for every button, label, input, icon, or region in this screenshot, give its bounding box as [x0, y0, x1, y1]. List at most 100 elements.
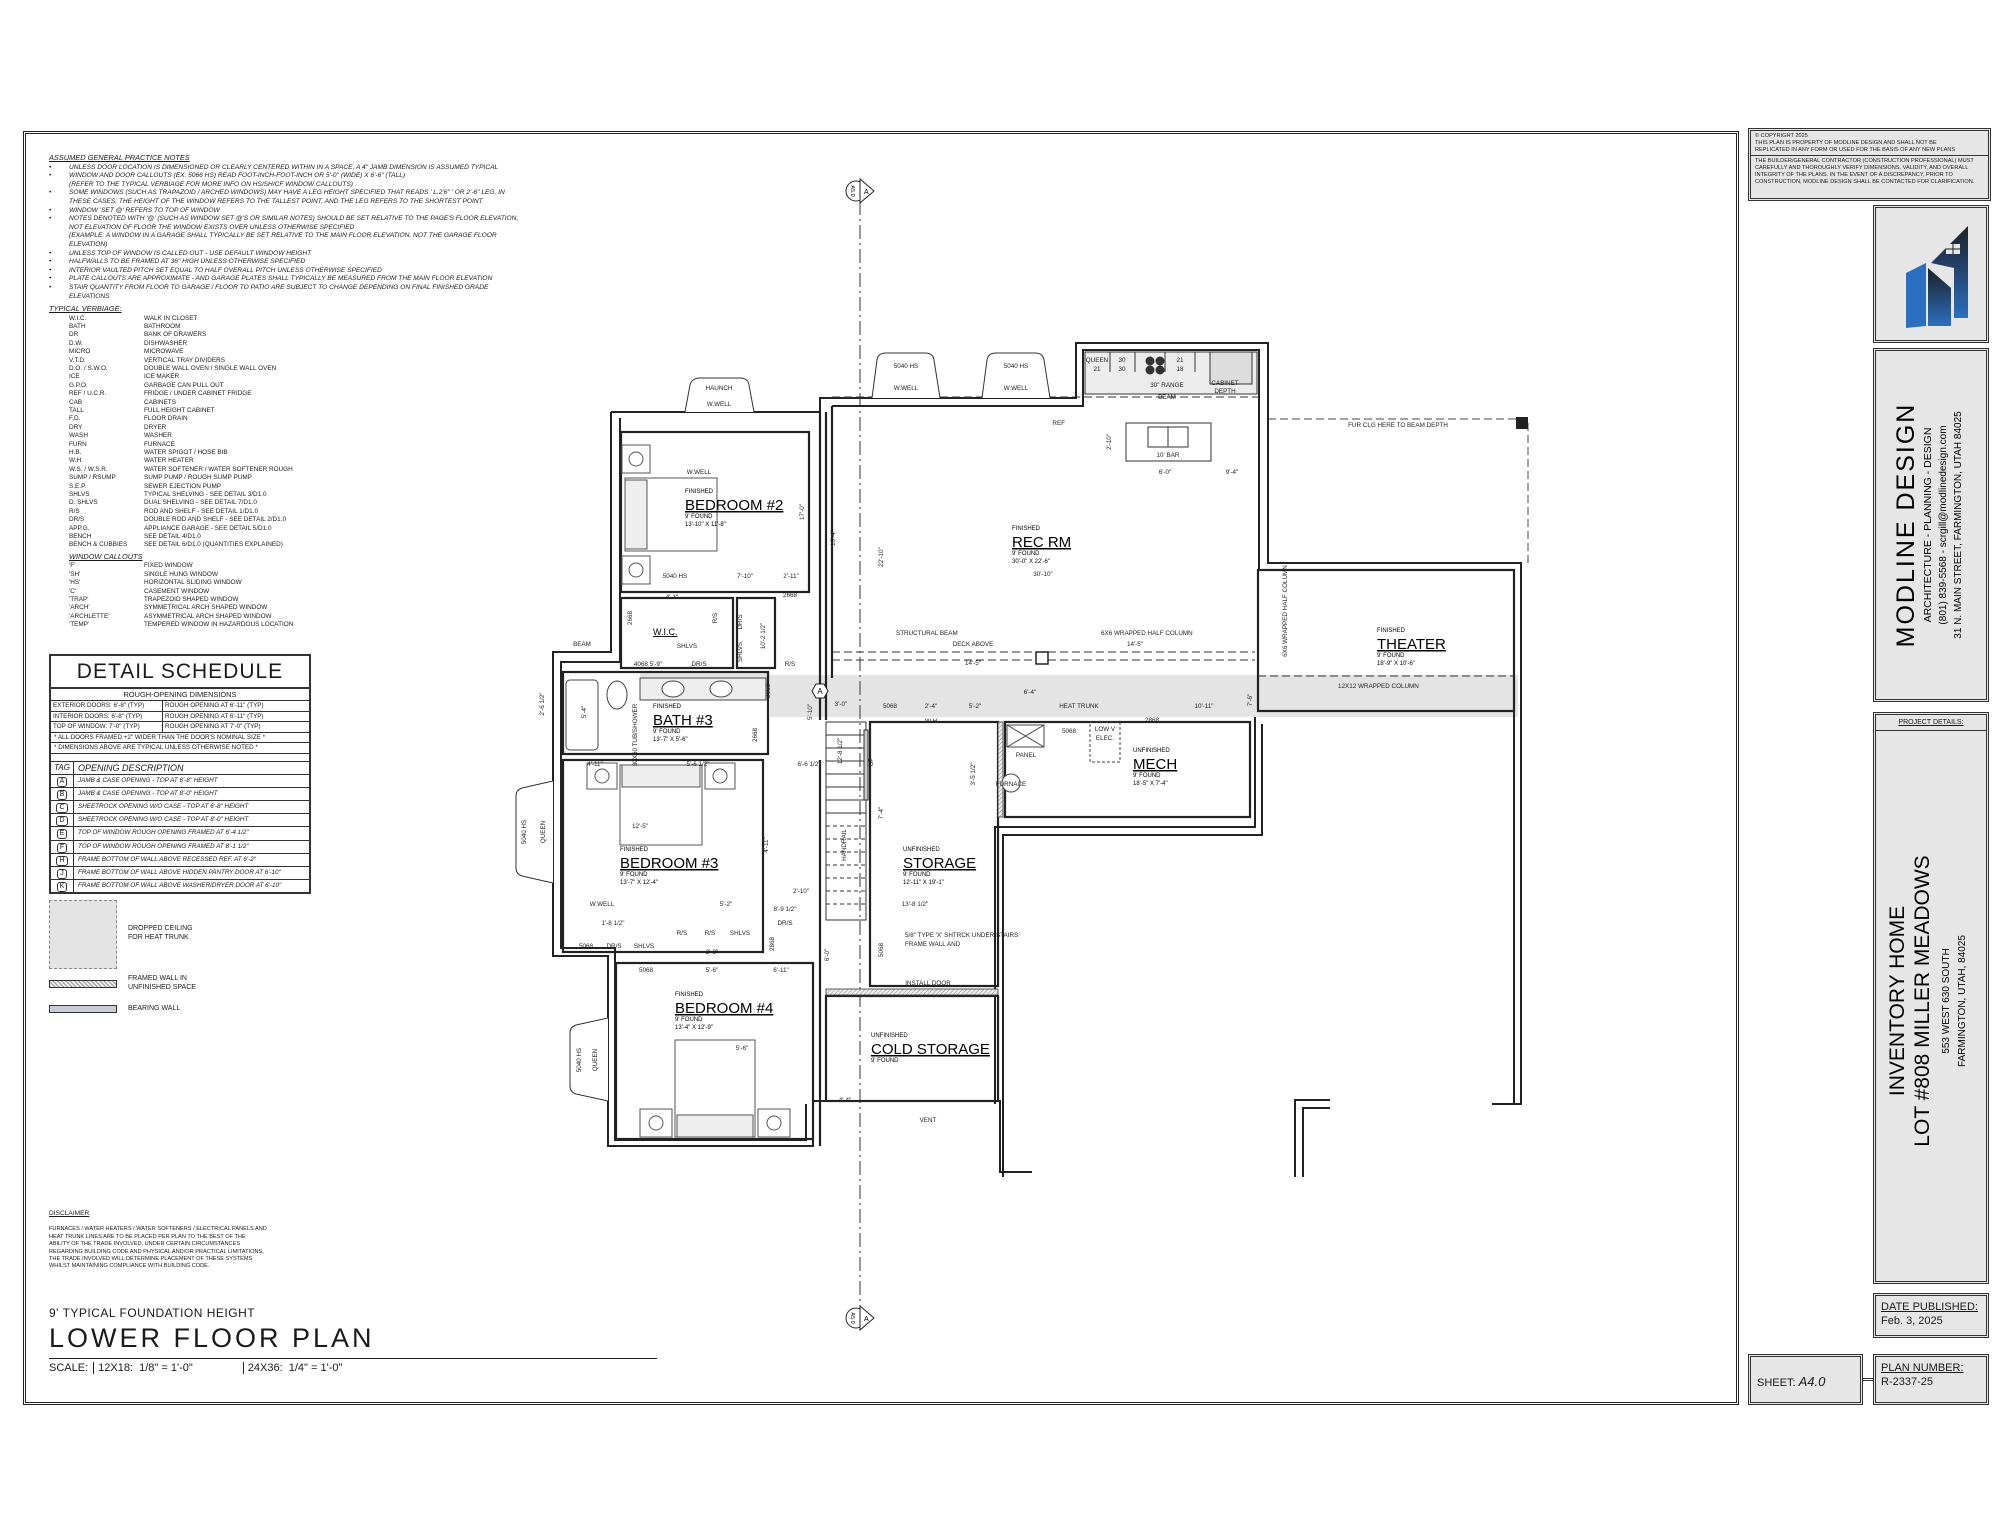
plan-annotation: 12X12 WRAPPED COLUMN	[1338, 683, 1419, 690]
plan-annotation: 5068	[579, 943, 594, 950]
plan-annotation: 12'-8 1/2"	[837, 738, 844, 765]
meaning: FLOOR DRAIN	[144, 415, 188, 423]
tag-row: H FRAME BOTTOM OF WALL ABOVE RECESSED REF…	[51, 853, 309, 867]
camera-marker-icon	[1516, 417, 1528, 429]
verbiage-row: W.I.C.WALK IN CLOSET	[49, 315, 349, 323]
tag-badge: F	[56, 842, 68, 853]
kitchen-cabinets	[1084, 351, 1258, 395]
meaning: DISHWASHER	[144, 339, 188, 347]
framed-wall-mech	[997, 721, 1004, 818]
copyright-text: © COPYRIGHT 2025 THIS PLAN IS PROPERTY O…	[1751, 131, 1988, 155]
room-finish: FINISHED	[653, 704, 682, 710]
disclaimer-heading: DISCLAIMER	[49, 1210, 90, 1217]
tag-badge: D	[56, 816, 68, 827]
plan-annotation: 2668	[783, 592, 798, 599]
plan-annotation: 5/8" TYPE 'X' SHTRCK UNDER STAIRS	[905, 932, 1018, 939]
abbreviation: TALL	[69, 406, 84, 414]
typical-verbiage-heading: TYPICAL VERBIAGE:	[49, 304, 122, 314]
plan-annotation: LOW V	[1095, 726, 1116, 733]
plan-annotation: R/S	[705, 930, 716, 937]
legend-bearing-wall-swatch	[49, 1005, 117, 1013]
room-size: 18'-9" X 10'-6"	[1377, 661, 1415, 667]
tag-description: JAMB & CASE OPENING - TOP AT 6'-8" HEIGH…	[78, 776, 218, 784]
plan-number-label: PLAN NUMBER:	[1881, 1362, 1964, 1374]
note-item: •SOME WINDOWS (SUCH AS TRAPAZOID / ARCHE…	[49, 189, 519, 206]
theater-walls	[1256, 568, 1516, 713]
plan-annotation: 7'-4"	[878, 807, 885, 820]
plan-annotation: 2'-10"	[1106, 434, 1113, 450]
abbreviation: BATH	[69, 322, 86, 330]
scale-12x18: 12X18: 1/8" = 1'-0"	[93, 1362, 243, 1374]
logo-box	[1873, 205, 1989, 343]
plan-annotation: 6'-0"	[824, 949, 831, 962]
meaning: SEE DETAIL 6/D1.0 (QUANTITIES EXPLAINED)	[144, 541, 283, 549]
note-item: •PLATE CALLOUTS ARE APPROXIMATE - AND GA…	[49, 275, 519, 284]
note-text: UNLESS DOOR LOCATION IS DIMENSIONED OR C…	[69, 163, 499, 171]
disclaimer-line: WHILST MAINTAINING COMPLIANCE WITH BUILD…	[49, 1263, 210, 1270]
meaning: CABINETS	[144, 398, 176, 406]
plan-annotation: W.WELL	[590, 901, 615, 908]
meaning: WATER SOFTENER / WATER SOFTENER ROUGH	[144, 465, 293, 473]
abbreviation: MICRO	[69, 348, 91, 356]
beds	[586, 444, 791, 1138]
plan-annotation: DECK ABOVE	[953, 641, 994, 648]
project-name: INVENTORY HOME	[1886, 906, 1909, 1096]
plan-annotation: 30	[1118, 366, 1126, 373]
meaning: FIXED WINDOW	[144, 562, 193, 570]
plan-annotation: W.WELL	[687, 469, 712, 476]
room-name: BEDROOM #2	[685, 497, 783, 514]
verbiage-row: 'HS'HORIZONTAL SLIDING WINDOW	[49, 579, 349, 587]
room-finish: FINISHED	[620, 847, 649, 853]
plan-annotation: 4'-1"	[666, 594, 679, 601]
project-address-2: FARMINGTON, UTAH, 84025	[1957, 935, 1968, 1067]
plan-annotation: 5068	[883, 703, 898, 710]
meaning: FULL HEIGHT CABINET	[144, 406, 215, 414]
meaning: MICROWAVE	[144, 348, 184, 356]
scale-row: SCALE: 12X18: 1/8" = 1'-0" 24X36: 1/4" =…	[49, 1362, 342, 1374]
verbiage-row: REF / U.C.R.FRIDGE / UNDER CABINET FRIDG…	[49, 390, 349, 398]
rough-opening-value: ROUGH OPENING AT 6'-11" (TYP)	[165, 702, 264, 709]
company-box: MODLINE DESIGN ARCHITECTURE - PLANNING -…	[1873, 348, 1989, 702]
builder-note-line: INTEGRITY OF THE PLANS. IN THE EVENT OF …	[1755, 171, 1953, 178]
detail-schedule: DETAIL SCHEDULE ROUGH-OPENING DIMENSIONS…	[49, 654, 311, 895]
company-address: 31 N. MAIN STREET, FARMINGTON, UTAH 8402…	[1953, 411, 1964, 639]
bullet: •	[49, 163, 52, 171]
plan-annotation: 30	[1118, 357, 1126, 364]
closet-walls	[735, 596, 777, 670]
abbreviation: 'F'	[69, 562, 76, 570]
abbreviation: D.O. / S.W.O.	[69, 364, 108, 372]
general-notes-heading: ASSUMED GENERAL PRACTICE NOTES	[49, 153, 190, 162]
abbreviation: SHLVS	[69, 491, 90, 499]
tag-badge: K	[56, 882, 68, 893]
note-item: •UNLESS TOP OF WINDOW IS CALLED OUT - US…	[49, 250, 519, 259]
note-text: STAIR QUANTITY FROM FLOOR TO GARAGE / FL…	[69, 283, 489, 300]
plan-annotation: BEAM	[1158, 394, 1176, 401]
project-details-box: PROJECT DETAILS: INVENTORY HOME LOT #808…	[1873, 712, 1989, 1284]
tag-badge: H	[56, 855, 68, 866]
meaning: SYMMETRICAL ARCH SHAPED WINDOW	[144, 604, 268, 612]
rough-opening-value: ROUGH OPENING AT 7'-0" (TYP)	[165, 723, 261, 730]
tag-description: FRAME BOTTOM OF WALL ABOVE RECESSED REF.…	[78, 855, 256, 863]
meaning: TEMPERED WINDOW IN HAZARDOUS LOCATION	[144, 621, 294, 629]
abbreviation: DR	[69, 331, 79, 339]
company-contact: (801) 839-5568 - scrgill@modlinedesign.c…	[1938, 425, 1949, 624]
mech-walls	[1003, 720, 1252, 819]
section-marker-letter: A	[864, 1316, 869, 1323]
bedroom3-walls	[561, 758, 765, 954]
note-text: NOTES DENOTED WITH '@' (SUCH AS WINDOW S…	[69, 215, 519, 231]
legend-text: UNFINISHED SPACE	[128, 984, 196, 991]
plan-annotation: DR/S	[606, 943, 621, 950]
note-item: •NOTES DENOTED WITH '@' (SUCH AS WINDOW …	[49, 215, 519, 249]
plan-annotation: 5040 HS	[576, 1048, 583, 1073]
verbiage-row: 'ARCH'SYMMETRICAL ARCH SHAPED WINDOW	[49, 604, 349, 612]
room-finish: FINISHED	[1377, 628, 1406, 634]
copyright-line: © COPYRIGHT 2025	[1755, 133, 1808, 139]
